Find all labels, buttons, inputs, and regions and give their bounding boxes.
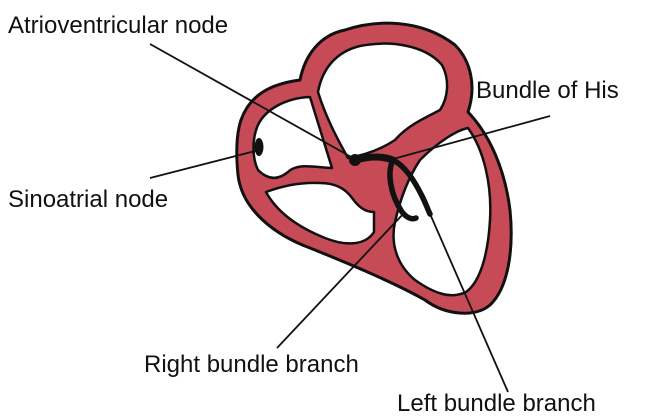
label-right-bundle-branch: Right bundle branch xyxy=(144,351,359,378)
bundle-of-his-path xyxy=(356,157,393,160)
label-left-bundle-branch: Left bundle branch xyxy=(397,390,596,417)
label-bundle-of-his: Bundle of His xyxy=(476,77,619,104)
sinoatrial-node-dot xyxy=(255,138,264,156)
label-sinoatrial-node: Sinoatrial node xyxy=(8,186,168,213)
label-atrioventricular-node: Atrioventricular node xyxy=(8,12,228,39)
